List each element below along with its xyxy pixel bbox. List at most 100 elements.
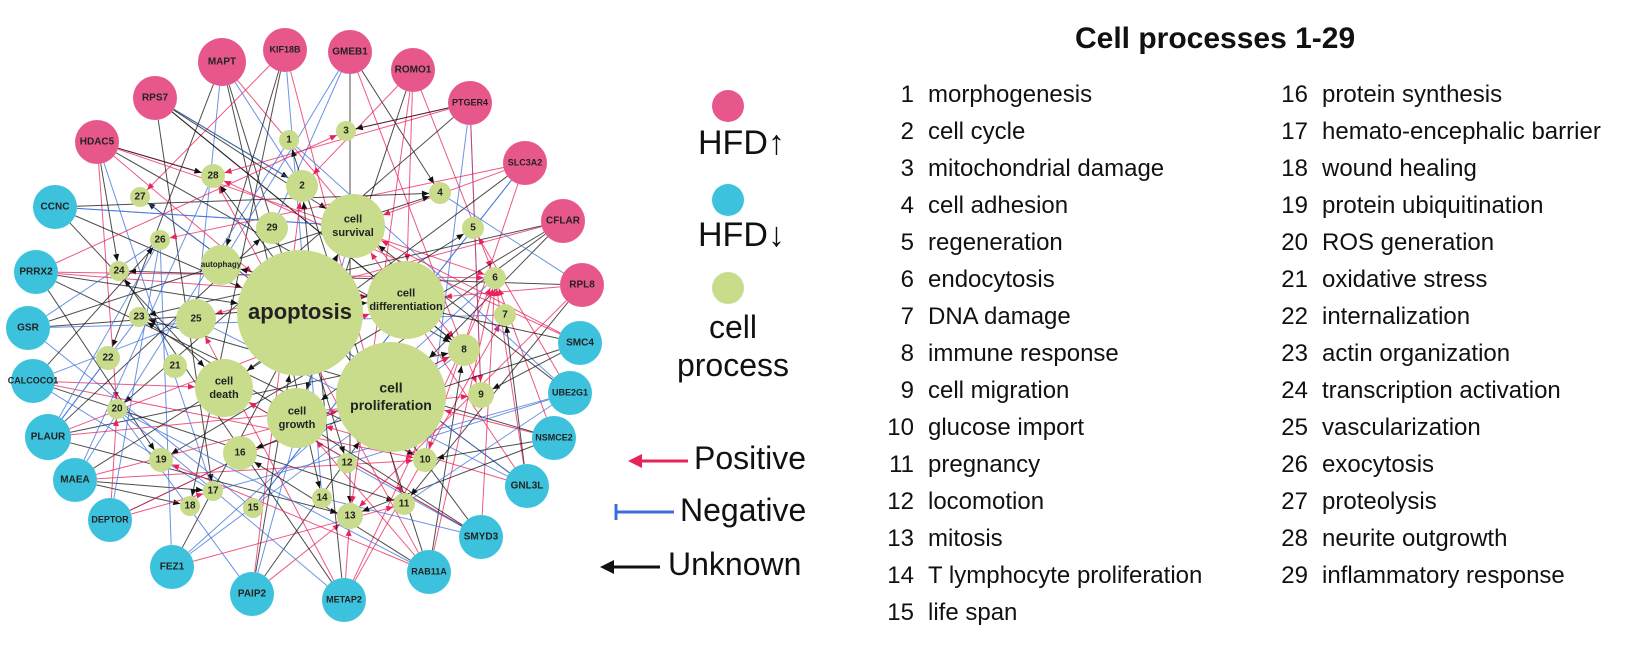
node-label: autophagy — [201, 260, 242, 269]
node-label: HDAC5 — [80, 137, 115, 148]
edge-arrowhead — [169, 233, 178, 240]
edge-arrowhead — [477, 374, 484, 383]
node-circle — [448, 334, 480, 366]
node-label: 17 — [207, 486, 219, 497]
node-circle — [367, 261, 445, 339]
edge-arrowhead — [301, 201, 308, 210]
process-number: 10 — [887, 413, 914, 441]
network-edge — [361, 70, 435, 184]
network-node: 8 — [448, 334, 480, 366]
edge-arrowhead — [112, 418, 119, 427]
edge-arrowhead — [195, 486, 204, 493]
process-number: 16 — [1281, 80, 1308, 108]
node-circle — [328, 30, 372, 74]
network-edge — [444, 409, 533, 434]
edge-arrowhead — [427, 176, 435, 184]
network-node: 9 — [468, 382, 494, 408]
network-edge — [54, 381, 196, 388]
network-node: NSMCE2 — [532, 416, 576, 460]
node-label: 18 — [184, 501, 196, 512]
process-number: 17 — [1281, 117, 1308, 145]
edge-arrowhead — [148, 310, 157, 317]
network-node: 20 — [107, 399, 127, 419]
network-node: 21 — [163, 354, 187, 378]
network-node: RPS7 — [133, 76, 177, 120]
process-number: 4 — [900, 191, 914, 219]
edge-arrowhead — [329, 508, 338, 514]
process-name: cell migration — [928, 376, 1070, 404]
network-node: SMC4 — [558, 321, 602, 365]
node-label: 23 — [133, 312, 145, 323]
node-label: DEPTOR — [91, 514, 129, 524]
network-edge — [381, 240, 561, 334]
edge-arrowhead — [349, 495, 356, 504]
node-circle — [336, 121, 356, 141]
process-name: oxidative stress — [1322, 265, 1488, 293]
node-circle — [468, 382, 494, 408]
node-circle — [429, 182, 451, 204]
edge-arrowhead — [247, 364, 255, 371]
node-circle — [163, 354, 187, 378]
node-label: PRRX2 — [19, 267, 53, 278]
process-number: 23 — [1281, 339, 1308, 367]
process-number: 12 — [887, 487, 914, 515]
edge-arrowhead — [421, 190, 430, 197]
edge-arrowhead — [378, 245, 386, 253]
network-node: SLC3A2 — [503, 141, 547, 185]
process-number: 29 — [1281, 561, 1308, 589]
node-label: 4 — [437, 188, 443, 199]
network-node: autophagy — [201, 245, 242, 285]
node-circle — [337, 453, 357, 473]
legend-down-dot — [712, 184, 744, 216]
node-label: FEZ1 — [160, 562, 185, 573]
node-circle — [336, 342, 446, 452]
process-number: 26 — [1281, 450, 1308, 478]
network-edge — [224, 108, 449, 174]
network-node: MAEA — [53, 458, 97, 502]
network-edge — [296, 146, 554, 379]
network-edge — [234, 81, 294, 173]
network-edge — [117, 147, 202, 174]
edge-arrowhead — [492, 383, 501, 389]
node-circle — [75, 120, 119, 164]
node-circle — [494, 304, 516, 326]
edge-arrowhead — [345, 528, 352, 537]
edge-arrowhead — [405, 453, 414, 460]
network-node: PTGER4 — [448, 81, 492, 125]
node-label: KIF18B — [269, 44, 301, 54]
node-label: 10 — [419, 455, 431, 466]
node-circle — [201, 245, 241, 285]
process-name: mitochondrial damage — [928, 154, 1165, 182]
process-number: 5 — [900, 228, 914, 256]
network-node: RPL8 — [560, 263, 604, 307]
process-name: ROS generation — [1322, 228, 1495, 256]
process-number: 15 — [887, 598, 914, 626]
legend-positive: Positive — [694, 440, 807, 476]
edge-arrowhead — [254, 462, 262, 469]
process-name: transcription activation — [1322, 376, 1561, 404]
network-node: 27 — [130, 187, 150, 207]
edge-arrowhead — [457, 365, 464, 374]
network-edge — [111, 84, 214, 347]
node-circle — [201, 164, 225, 188]
edge-arrowhead — [456, 233, 464, 241]
network-edge — [431, 365, 463, 551]
edge-arrowhead — [285, 375, 292, 383]
edge-arrowhead — [485, 260, 492, 268]
network-node: KIF18B — [263, 28, 307, 72]
edge-arrowhead — [315, 480, 322, 489]
positive-arrow-icon — [628, 454, 688, 468]
node-label: 24 — [113, 266, 125, 277]
